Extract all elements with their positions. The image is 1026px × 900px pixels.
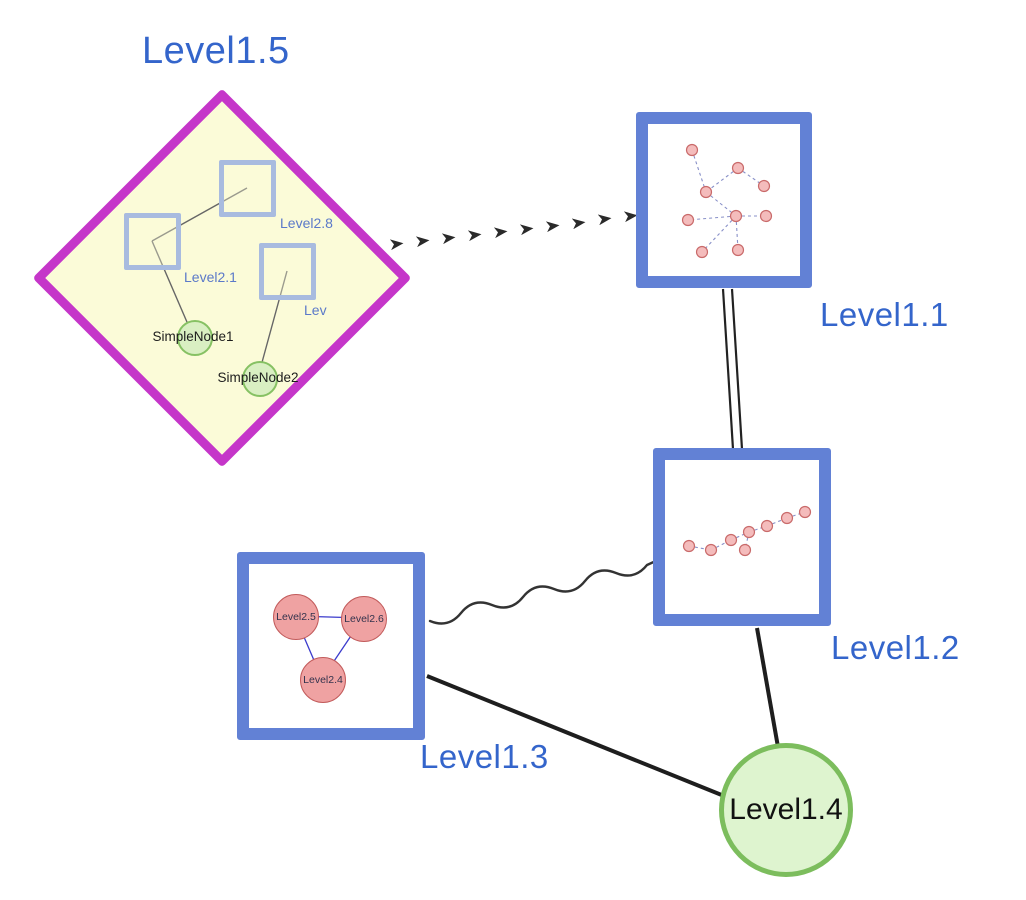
mini-node xyxy=(759,209,773,223)
mini-node xyxy=(699,185,713,199)
node-simplenode2[interactable] xyxy=(242,361,278,397)
edge-level2_1-simplenode1[interactable] xyxy=(151,240,194,337)
node-level2-4[interactable]: Level2.4 xyxy=(300,657,346,703)
level1-2-mini-graph xyxy=(682,505,812,557)
edge-level1_2-level1_4[interactable] xyxy=(755,627,780,748)
node-label-level2-5: Level2.5 xyxy=(276,611,316,623)
edge-level1_1-level1_2[interactable] xyxy=(721,288,744,450)
edge-lev-simplenode2[interactable] xyxy=(257,270,288,378)
mini-node xyxy=(685,143,699,157)
edge-level1_3-level1_2[interactable] xyxy=(428,558,660,625)
edge-level1_3-level1_4[interactable] xyxy=(426,674,735,802)
node-level2-trunc[interactable] xyxy=(259,243,316,300)
node-label-level1-3: Level1.3 xyxy=(420,738,549,775)
node-label-level2-trunc: Lev xyxy=(304,302,327,318)
node-label-level2-6: Level2.6 xyxy=(344,613,384,625)
node-level1-4[interactable]: Level1.4 xyxy=(719,743,853,877)
node-label-simplenode2: SimpleNode2 xyxy=(217,370,299,385)
node-level2-8[interactable] xyxy=(219,160,276,217)
node-label-level1-1: Level1.1 xyxy=(820,296,949,333)
mini-node xyxy=(724,533,738,547)
level1-1-mini-graph xyxy=(681,143,773,259)
mini-node xyxy=(695,245,709,259)
node-label-simplenode1: SimpleNode1 xyxy=(152,329,234,344)
mini-node xyxy=(760,519,774,533)
node-simplenode1[interactable] xyxy=(177,320,213,356)
diamond-inner-edges xyxy=(151,187,288,378)
mini-node xyxy=(738,543,752,557)
node-label-level1-2: Level1.2 xyxy=(831,629,960,666)
mini-node xyxy=(798,505,812,519)
edge-level1_5-level1_1[interactable] xyxy=(389,211,638,251)
mini-node xyxy=(704,543,718,557)
mini-node xyxy=(742,525,756,539)
level1-3-mini-graph xyxy=(294,615,364,680)
node-level2-6[interactable]: Level2.6 xyxy=(341,596,387,642)
mini-node xyxy=(731,243,745,257)
node-level1-2[interactable] xyxy=(653,448,831,626)
mini-node xyxy=(729,209,743,223)
node-label-level2-1: Level2.1 xyxy=(184,269,237,285)
edge-level2_1-level2_8[interactable] xyxy=(151,187,248,242)
mini-node xyxy=(731,161,745,175)
node-label-level1-5: Level1.5 xyxy=(142,30,290,72)
node-level1-1[interactable] xyxy=(636,112,812,288)
mini-node xyxy=(681,213,695,227)
mini-node xyxy=(780,511,794,525)
node-level2-1[interactable] xyxy=(124,213,181,270)
node-label-level2-8: Level2.8 xyxy=(280,215,333,231)
mini-node xyxy=(682,539,696,553)
node-level1-3[interactable]: Level2.5 Level2.6 Level2.4 xyxy=(237,552,425,740)
node-label-level1-4: Level1.4 xyxy=(729,793,843,826)
node-label-level2-4: Level2.4 xyxy=(303,674,343,686)
mini-node xyxy=(757,179,771,193)
node-level2-5[interactable]: Level2.5 xyxy=(273,594,319,640)
